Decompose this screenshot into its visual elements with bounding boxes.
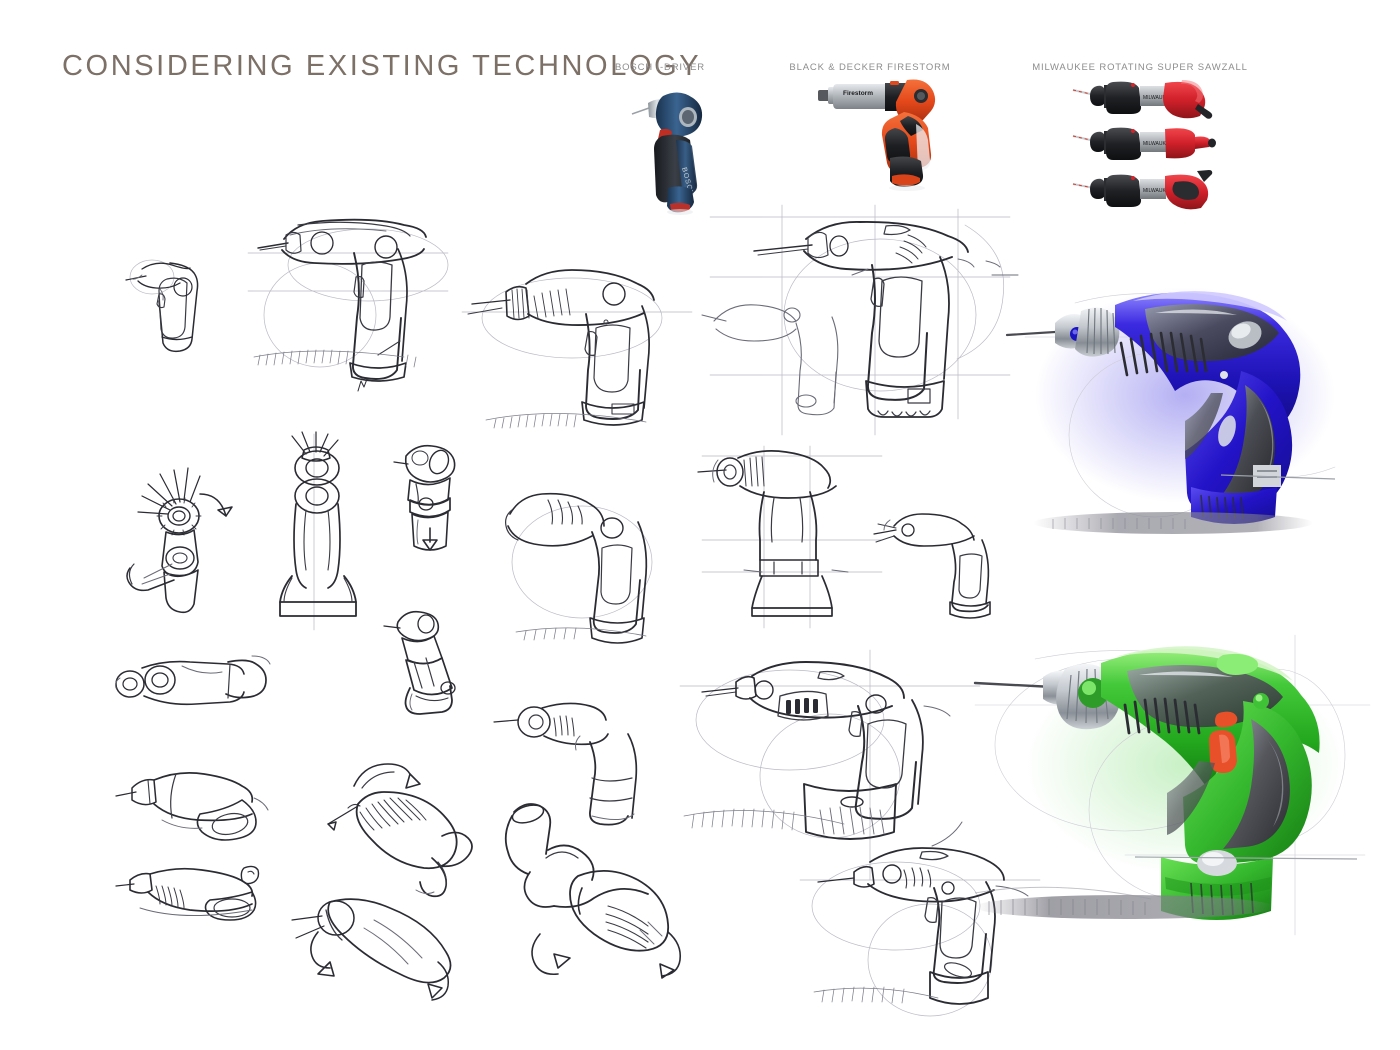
sketch-inline-form-upper (114, 762, 284, 852)
svg-text:MILWAUKEE: MILWAUKEE (1143, 95, 1173, 101)
reference-caption-black-decker: BLACK & DECKER FIRESTORM (789, 62, 951, 73)
sketch-small-side-driver (872, 500, 992, 620)
reference-photo-black-decker-firestorm: Firestorm (812, 72, 947, 192)
page-title: CONSIDERING EXISTING TECHNOLOGY (62, 50, 702, 82)
rendering-green-concept (973, 634, 1371, 945)
sketch-inline-form-lower (114, 862, 284, 942)
sketch-rotating-barrel-upper (318, 758, 478, 908)
sketch-tilted-driver-mid (496, 470, 676, 650)
svg-text:MILWAUKEE: MILWAUKEE (1143, 188, 1173, 194)
sketch-pistol-refined-large (238, 205, 458, 405)
reference-caption-milwaukee: MILWAUKEE ROTATING SUPER SAWZALL (1032, 62, 1248, 73)
sketch-perspective-driver-1 (461, 252, 693, 432)
svg-text:MILWAUKEE: MILWAUKEE (1143, 141, 1173, 147)
sketch-elevation-driver-construction (692, 442, 892, 632)
sketch-center-rotating-tool (492, 690, 722, 990)
sketch-rotating-barrel-lower (288, 880, 458, 1020)
svg-text:Firestorm: Firestorm (843, 90, 873, 97)
rendering-blue-concept (1005, 275, 1350, 540)
reference-caption-bosch: BOSCH I-DRIVER (614, 62, 706, 73)
reference-photo-milwaukee-sawzall: MILWAUKEE MILWAUKEE (1055, 78, 1245, 210)
sketch-pivot-head-position-a (392, 440, 462, 551)
sketch-front-elevation-tall (262, 430, 372, 631)
reference-photo-bosch-i-driver: BOSCH (618, 76, 738, 216)
sketch-refined-near-green-upper (679, 649, 981, 881)
sketch-pivot-head-position-b (382, 604, 462, 715)
sketch-horizontal-arm (112, 652, 282, 722)
sketch-pistol-thumbnail (112, 245, 242, 365)
sketch-refined-driver-construction (700, 195, 1020, 445)
sketch-rotating-head-spiked (122, 458, 252, 618)
